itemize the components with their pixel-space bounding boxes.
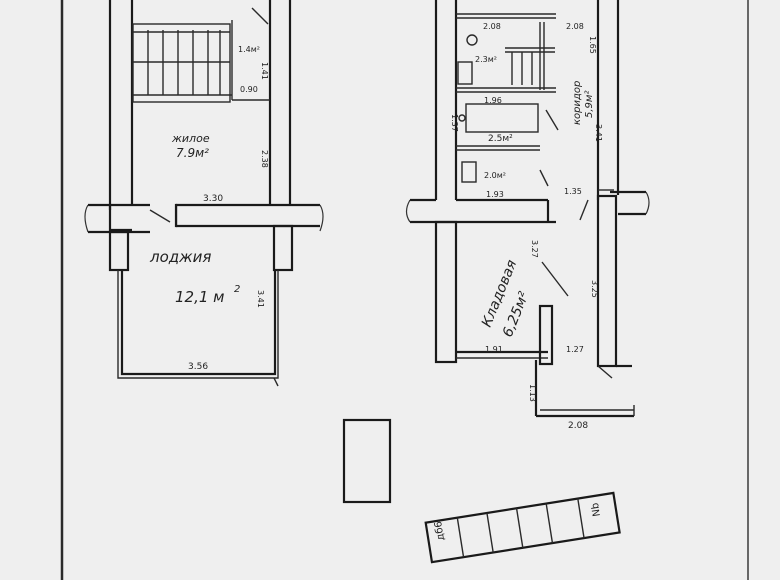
- dim-238: 2.38: [260, 150, 269, 168]
- dim-341: 3.41: [256, 290, 265, 308]
- room-area-bath: 2.5м²: [488, 134, 513, 144]
- dim-113: 1.13: [528, 384, 537, 402]
- dim-193: 1.93: [486, 190, 504, 199]
- dim-327: 3.27: [530, 240, 539, 258]
- lower-box: [342, 418, 392, 504]
- dim-208b: 2.08: [566, 22, 584, 31]
- room-name-hall: жилое: [171, 132, 210, 145]
- room-area-small-top: 1.4м²: [238, 45, 260, 54]
- dim-165: 1.65: [588, 36, 597, 54]
- dim-191: 1.91: [485, 345, 503, 354]
- dim-330: 3.30: [203, 194, 223, 204]
- dim-135: 1.35: [564, 187, 582, 196]
- right-unit: [405, 0, 650, 418]
- room-area-corridor: 5,9м²: [584, 91, 595, 118]
- dim-356: 3.56: [188, 362, 208, 372]
- dim-090: 0.90: [240, 85, 258, 94]
- room-area-wc: 2.3м²: [475, 55, 497, 64]
- dim-137: 1.37: [450, 114, 459, 132]
- lower-stair-strip: [424, 491, 621, 564]
- dim-325: 3.25: [590, 280, 599, 298]
- dim-127: 1.27: [566, 345, 584, 354]
- room-name-loggia: лоджия: [149, 248, 211, 266]
- dim-141: 1.41: [260, 62, 269, 80]
- dim-208a: 2.08: [483, 22, 501, 31]
- left-unit: [84, 0, 324, 387]
- dim-196: 1.96: [484, 96, 502, 105]
- room-area-hall: 7.9м²: [176, 146, 209, 160]
- stair-mark-right: Nb: [590, 502, 603, 517]
- room-name-corridor: коридор: [572, 81, 583, 125]
- superscript-2: 2: [234, 284, 240, 295]
- room-area-kitchen-nook: 2.0м²: [484, 171, 506, 180]
- dim-341b: 3.41: [594, 124, 603, 142]
- stair-mark-left: дб6: [433, 520, 447, 541]
- room-area-loggia: 12,1 м: [175, 288, 224, 306]
- dim-208c: 2.08: [568, 421, 588, 431]
